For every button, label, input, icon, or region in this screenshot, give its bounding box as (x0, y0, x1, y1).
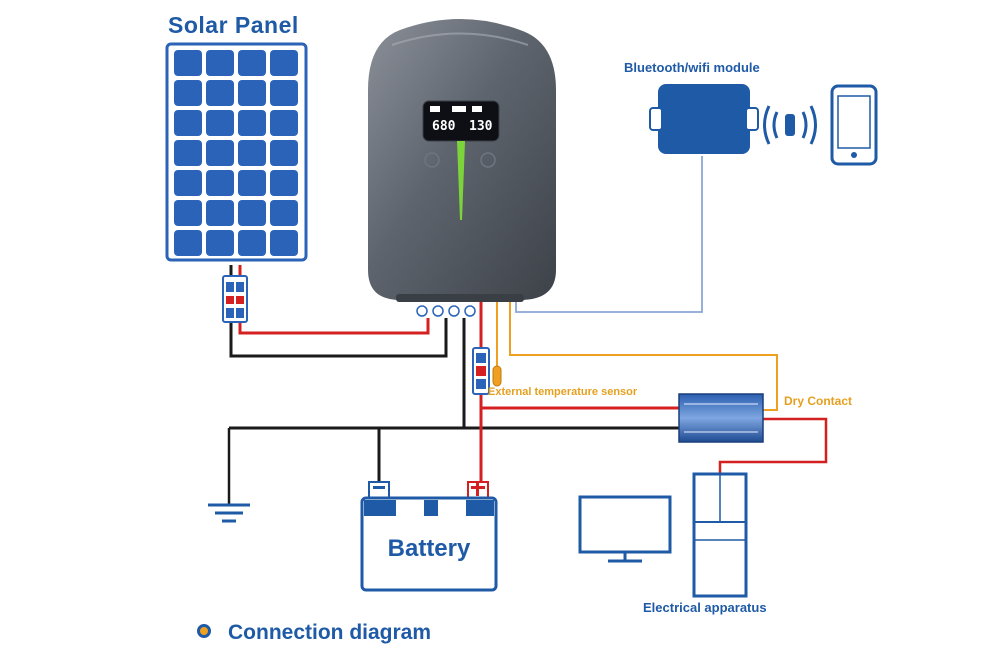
bluetooth-module-label: Bluetooth/wifi module (624, 60, 760, 75)
solar-cell (270, 80, 298, 106)
solar-panel-icon (165, 42, 308, 262)
solar-cell (238, 200, 266, 226)
solar-cell (206, 80, 234, 106)
solar-cell (270, 170, 298, 196)
refrigerator-icon (692, 472, 748, 598)
diagram-title: Connection diagram (228, 621, 432, 644)
solar-cell (270, 230, 298, 256)
solar-cell (206, 170, 234, 196)
solar-cell (174, 200, 202, 226)
solar-cell (238, 230, 266, 256)
solar-cell (270, 50, 298, 76)
solar-cell (238, 110, 266, 136)
solar-cell (174, 170, 202, 196)
solar-cell (238, 50, 266, 76)
solar-cell (174, 110, 202, 136)
solar-cell (206, 200, 234, 226)
solar-cell (174, 50, 202, 76)
battery-breaker-icon (472, 347, 490, 395)
temperature-sensor-icon (492, 365, 502, 387)
inverter-terminals (416, 305, 476, 317)
ground-icon (208, 503, 250, 523)
solar-cell (206, 110, 234, 136)
solar-cell (238, 140, 266, 166)
bluetooth-module-icon (649, 84, 759, 154)
inverter-icon (368, 19, 556, 302)
solar-cell (238, 80, 266, 106)
bullet-icon (197, 624, 211, 638)
solar-cell (174, 140, 202, 166)
display-reading-right: 130 (469, 119, 493, 134)
solar-cell (206, 140, 234, 166)
solar-cell (238, 170, 266, 196)
solar-cell (174, 230, 202, 256)
wireless-icon (763, 105, 817, 145)
solar-cell (206, 50, 234, 76)
electrical-apparatus-label: Electrical apparatus (643, 600, 767, 615)
display-reading-left: 680 (432, 119, 456, 134)
monitor-icon (578, 495, 672, 563)
dry-contact-relay-icon (678, 393, 764, 443)
solar-cell (174, 80, 202, 106)
breaker-icon (222, 275, 248, 323)
dry-contact-label: Dry Contact (784, 394, 853, 408)
solar-cell (270, 110, 298, 136)
battery-label: Battery (387, 535, 471, 562)
phone-icon (830, 84, 878, 166)
battery-icon (360, 481, 498, 592)
solar-cell (206, 230, 234, 256)
solar-cell (270, 140, 298, 166)
solar-cell (270, 200, 298, 226)
solar-panel-label: Solar Panel (168, 12, 299, 38)
temperature-sensor-label: External temperature sensor (488, 386, 638, 398)
